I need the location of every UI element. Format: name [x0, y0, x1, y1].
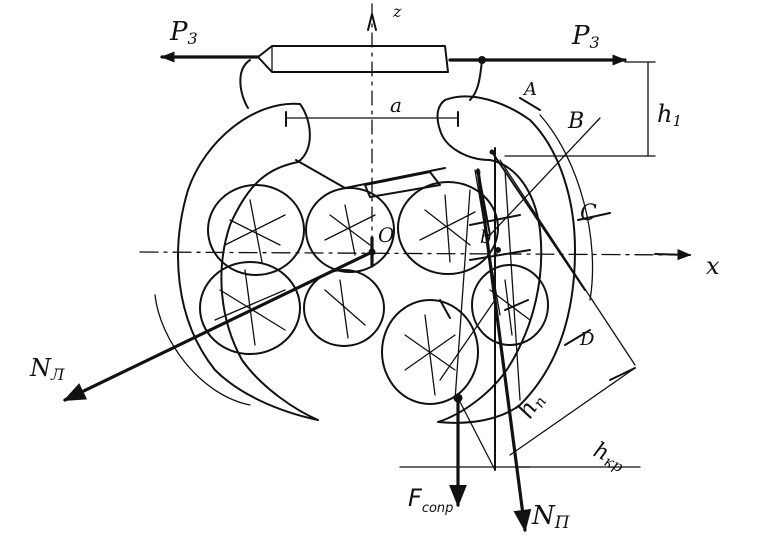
label-dim-h1: h1 [657, 100, 682, 130]
force-nl-arrow [62, 250, 374, 402]
x-axis [139, 249, 692, 261]
z-axis [367, 3, 377, 266]
label-point-b-small: b [480, 227, 492, 248]
label-point-d: D [579, 329, 595, 350]
label-force-left: P3 [169, 17, 198, 48]
label-point-o: O [378, 223, 394, 247]
label-dim-hkp: hкр [589, 438, 630, 476]
logs-bundle [199, 181, 549, 405]
right-jaw [436, 59, 594, 424]
top-rod [160, 45, 656, 73]
label-point-a: A [522, 79, 537, 100]
label-point-c: C [580, 201, 597, 226]
label-axis-z: z [392, 2, 402, 21]
label-axis-x: x [706, 252, 720, 280]
jaw-links [295, 159, 446, 198]
left-jaw [154, 59, 319, 421]
label-force-right: P3 [571, 21, 600, 52]
label-force-nl: NЛ [29, 354, 65, 384]
label-force-f: Fconp [408, 484, 453, 516]
construction-lines [399, 97, 641, 471]
label-dim-a: a [390, 93, 402, 117]
label-force-np: NП [531, 501, 571, 533]
small-points [475, 149, 501, 253]
dimension-a [285, 111, 459, 127]
label-point-b: B [567, 109, 584, 134]
dimension-h1 [504, 61, 656, 157]
lower-forces [449, 168, 532, 533]
